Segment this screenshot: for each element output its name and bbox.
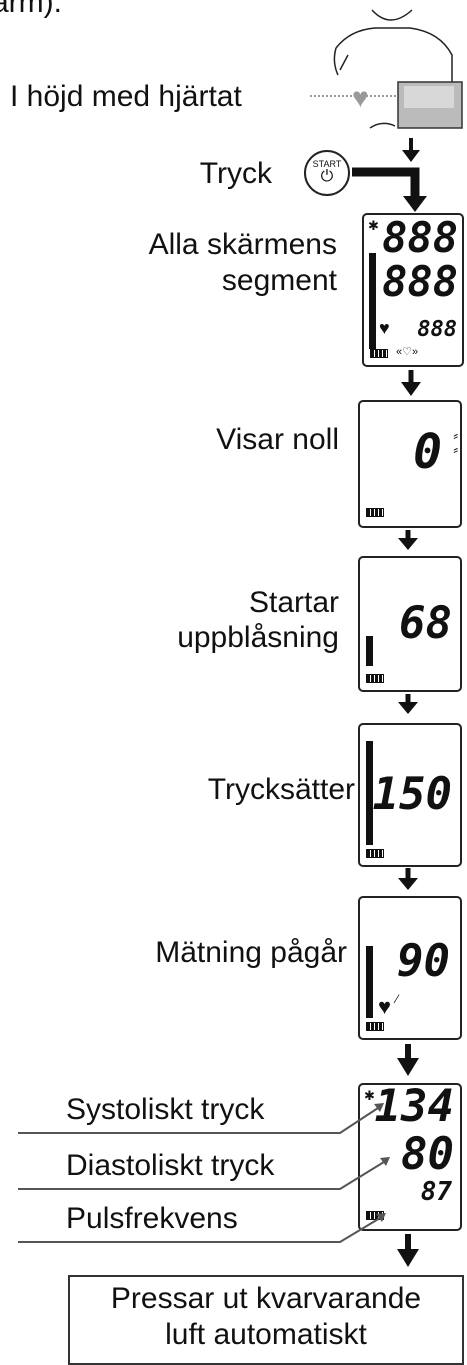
lcd-all-mid: 888 <box>382 257 458 306</box>
step-all-segments-line2: segment <box>221 264 337 297</box>
step-all-segments-line1: Alla skärmens <box>148 228 337 261</box>
final-step-line1: Pressar ut kvarvarande <box>110 1282 422 1315</box>
lcd-measure: 90 ♥ ⁄ <box>358 896 462 1040</box>
battery-icon <box>366 849 384 858</box>
result-pulse-label: Pulsfrekvens <box>66 1202 238 1235</box>
power-icon: ⏻ <box>320 168 334 185</box>
step-inflate-line1: Startar <box>248 586 339 619</box>
blink-icon: ⸗⸗ <box>453 427 458 457</box>
heart-icon: ♥ <box>379 318 390 338</box>
blink-icon: ⁄ <box>396 992 399 1006</box>
bluetooth-icon: ✱ <box>364 1088 375 1103</box>
bar-graph <box>366 946 373 1018</box>
lcd-result-dia: 80 <box>401 1129 454 1180</box>
lcd-pressurize: 150 <box>358 723 462 867</box>
start-button-label: START <box>312 159 342 169</box>
step-pressurizing: Trycksätter <box>207 773 355 806</box>
step-measuring: Mätning pågår <box>155 936 347 969</box>
lcd-pressurize-value: 150 <box>372 769 452 820</box>
bar-graph <box>366 741 373 845</box>
battery-icon <box>366 1022 384 1031</box>
bar-graph <box>366 636 373 666</box>
result-systolic-label: Systoliskt tryck <box>66 1093 265 1126</box>
result-diastolic-label: Diastoliskt tryck <box>66 1149 275 1182</box>
heart-icon: ♥ <box>378 994 392 1019</box>
body-arm-illustration <box>310 9 463 129</box>
lcd-result-sys: 134 <box>374 1081 454 1132</box>
lcd-result-pulse: 87 <box>420 1177 452 1207</box>
intro-text: arm). <box>0 0 62 19</box>
final-step-box: Pressar ut kvarvarande luft automatiskt <box>68 1275 464 1365</box>
step-press: Tryck <box>199 157 272 190</box>
lcd-all-top: 888 <box>382 213 458 262</box>
lcd-result: ✱ 134 80 87 <box>358 1083 462 1231</box>
irregular-heart-icon: «♡» <box>396 346 419 358</box>
heart-icon: ♥ <box>352 82 369 113</box>
lcd-measure-value: 90 <box>397 936 450 987</box>
battery-icon <box>366 508 384 517</box>
lcd-inflate: 68 <box>358 556 462 692</box>
step-shows-zero: Visar noll <box>216 423 339 456</box>
lcd-inflate-value: 68 <box>399 598 452 649</box>
lcd-all-pulse: 888 <box>417 317 457 342</box>
bar-graph <box>369 253 376 349</box>
final-step-line2: luft automatiskt <box>165 1318 367 1351</box>
battery-icon <box>366 674 384 683</box>
step-heart-level: I höjd med hjärtat <box>10 80 242 113</box>
battery-icon <box>370 349 388 358</box>
lcd-zero: 0 ⸗⸗ <box>358 400 462 528</box>
bluetooth-icon: ✱ <box>368 218 379 233</box>
step-inflate-line2: uppblåsning <box>177 621 339 654</box>
lcd-all-segments: ✱ 888 888 ♥ 888 «♡» <box>362 213 464 367</box>
start-button[interactable]: START ⏻ <box>304 150 350 196</box>
lcd-zero-value: 0 <box>413 424 442 480</box>
